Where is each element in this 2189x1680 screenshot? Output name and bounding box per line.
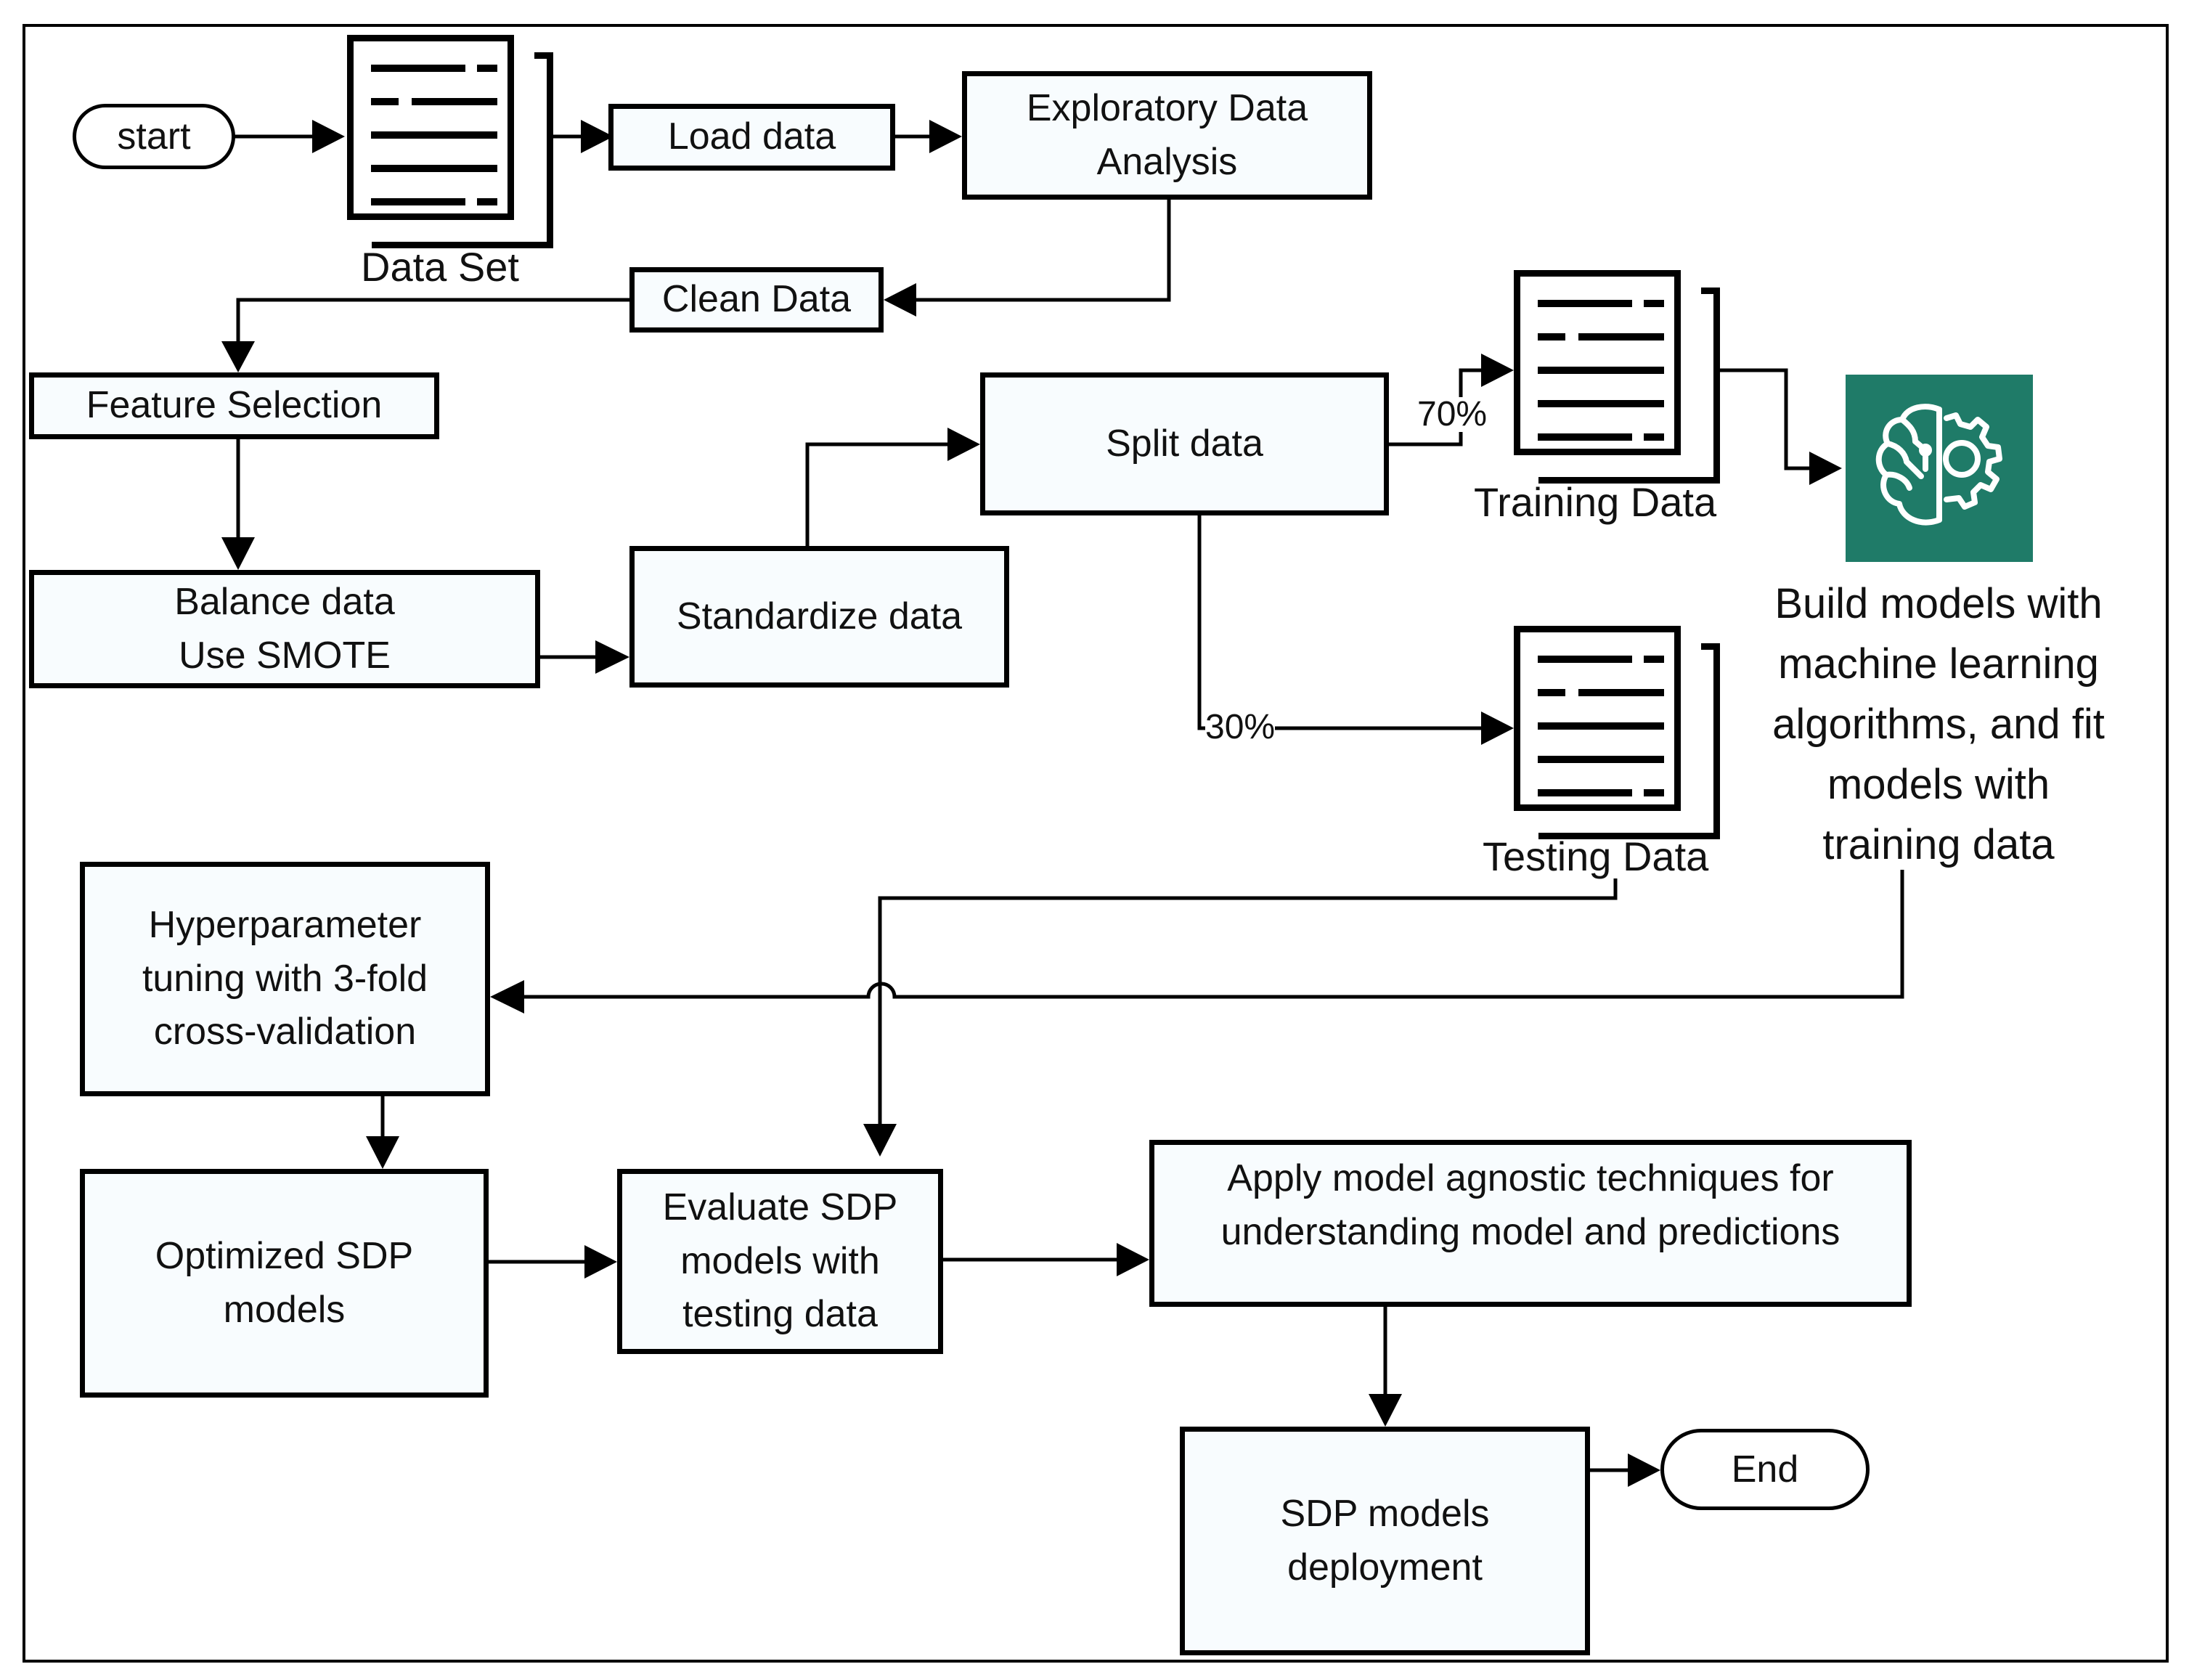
clean-data-label: Clean Data <box>661 278 852 321</box>
arrow-training-to-model <box>1713 368 1809 470</box>
arrow-testing-to-evaluate <box>878 878 1618 1124</box>
arrow-clean-to-feature <box>236 298 629 341</box>
eda-label-line2: Analysis <box>1096 140 1238 183</box>
eda-label-line1: Exploratory Data <box>1026 86 1308 129</box>
deployment-line1: SDP models <box>1280 1492 1490 1535</box>
balance-data-box: Balance data Use SMOTE <box>29 570 540 688</box>
balance-label-line1: Balance data <box>174 580 395 623</box>
arrow-eda-to-clean <box>916 200 1171 302</box>
end-label: End <box>1731 1448 1799 1491</box>
testing-document-icon <box>1514 626 1724 844</box>
standardize-data-box: Standardize data <box>629 546 1009 688</box>
outer-frame <box>23 24 2169 1663</box>
build-models-line3: algorithms, and fit <box>1772 701 2105 748</box>
hyperparameter-line2: tuning with 3-fold <box>142 957 428 1000</box>
end-node: End <box>1660 1429 1870 1510</box>
testing-data-label: Testing Data <box>1483 833 1709 879</box>
evaluate-line2: models with <box>680 1239 880 1282</box>
apply-line2: understanding model and predictions <box>1220 1210 1841 1253</box>
hyperparameter-line3: cross-validation <box>153 1011 417 1053</box>
build-models-line1: Build models with <box>1774 580 2103 627</box>
evaluate-line3: testing data <box>682 1293 878 1336</box>
arrow-split-to-testing <box>1197 515 1481 730</box>
apply-line1: Apply model agnostic techniques for <box>1227 1157 1834 1199</box>
start-node: start <box>73 104 235 169</box>
split-30-label: 30% <box>1205 708 1276 746</box>
standardize-label: Standardize data <box>676 595 963 637</box>
hyperparameter-line1: Hyperparameter <box>148 903 422 946</box>
evaluate-line1: Evaluate SDP <box>662 1186 898 1228</box>
dataset-document-icon <box>347 35 558 253</box>
dataset-label: Data Set <box>361 244 519 290</box>
arrow-build-to-hyperparameter <box>524 870 1904 999</box>
deployment-line2: deployment <box>1287 1546 1483 1589</box>
training-data-label: Training Data <box>1474 479 1717 525</box>
load-data-box: Load data <box>608 104 895 171</box>
deployment-box: SDP models deployment <box>1180 1427 1590 1655</box>
build-models-line2: machine learning <box>1778 640 2099 688</box>
apply-techniques-box: Apply model agnostic techniques for unde… <box>1149 1140 1912 1307</box>
arrow-standardize-to-split <box>805 442 947 546</box>
start-label: start <box>117 115 191 158</box>
clean-data-box: Clean Data <box>629 267 884 333</box>
hyperparameter-box: Hyperparameter tuning with 3-fold cross-… <box>80 862 490 1096</box>
split-data-box: Split data <box>980 372 1389 515</box>
evaluate-models-box: Evaluate SDP models with testing data <box>617 1169 943 1354</box>
split-label: Split data <box>1106 422 1263 465</box>
feature-selection-box: Feature Selection <box>29 372 439 439</box>
optimized-line2: models <box>223 1288 346 1331</box>
balance-label-line2: Use SMOTE <box>179 634 391 677</box>
training-document-icon <box>1514 270 1724 488</box>
build-models-line4: models with <box>1827 761 2050 808</box>
brain-gear-icon <box>1846 375 2033 562</box>
split-70-label: 70% <box>1417 395 1488 433</box>
optimized-models-box: Optimized SDP models <box>80 1169 489 1398</box>
build-models-line5: training data <box>1822 821 2055 868</box>
feature-selection-label: Feature Selection <box>86 384 383 427</box>
build-models-text: Build models with machine learning algor… <box>1739 574 2138 875</box>
load-data-label: Load data <box>667 115 836 158</box>
optimized-line1: Optimized SDP <box>155 1234 414 1277</box>
eda-box: Exploratory Data Analysis <box>962 71 1372 200</box>
